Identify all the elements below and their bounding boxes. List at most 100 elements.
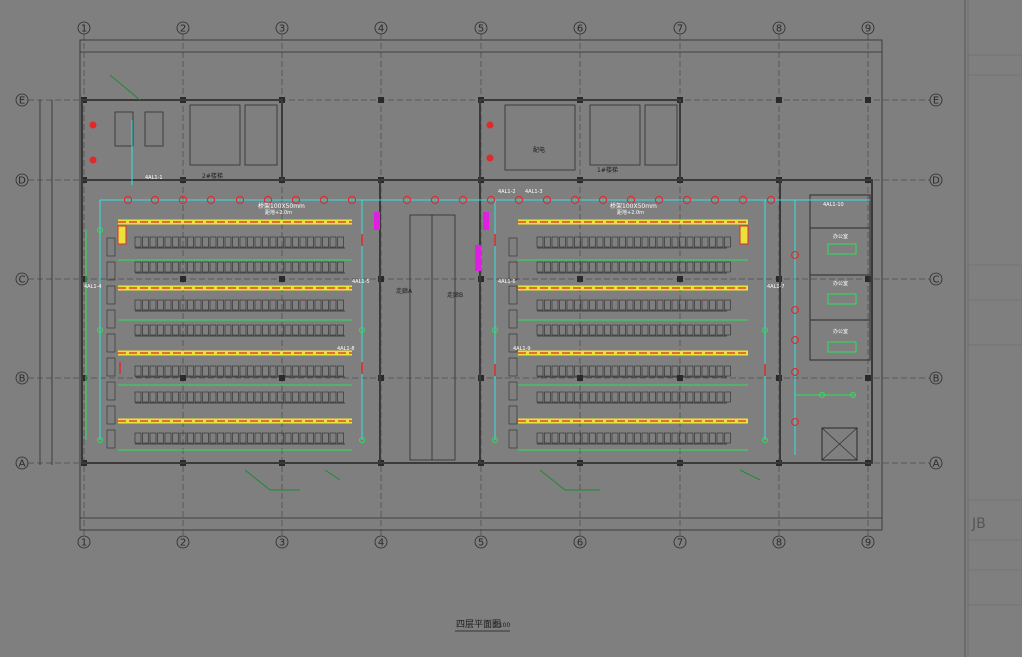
seat [142,299,149,311]
light-fixture-icon [347,195,357,205]
axis-bubble [474,21,488,35]
seat [604,299,611,311]
seat [149,236,157,248]
seat [224,391,232,403]
seat [664,432,671,444]
seat [217,236,224,248]
switch-icon [762,327,768,333]
seat [679,365,686,377]
axis-label: 3 [279,24,285,35]
seat [716,261,724,273]
switch-icon [97,437,103,443]
seat [254,261,262,273]
seat [566,432,574,444]
seat [671,324,679,336]
seat [634,365,641,377]
seat [581,236,589,248]
seat [544,432,551,444]
seat [292,365,299,377]
seat [337,236,344,248]
switch-icon [359,327,365,333]
seat [142,261,149,273]
seat [596,299,604,311]
light-fixture-icon [791,418,799,426]
panel-label: 4AL1-10 [823,202,844,208]
side-desk [106,405,116,425]
fire-alarm-icon [486,154,494,162]
seat [716,432,724,444]
seat [157,391,164,403]
seat [269,299,277,311]
seat [337,432,344,444]
panel-box [475,245,481,271]
seat [314,365,322,377]
seat [292,299,299,311]
seat [314,236,322,248]
side-desk [508,285,518,305]
stair-label: 2#楼梯 [202,172,223,180]
seat [619,432,626,444]
structural-column [677,276,683,282]
distribution-panels [117,212,858,461]
seat [574,365,581,377]
seat [329,391,337,403]
seat [247,236,254,248]
seat [596,324,604,336]
seat [589,324,596,336]
seat [611,261,619,273]
seat [209,324,217,336]
seat [239,261,247,273]
seat [664,236,671,248]
seat [559,324,566,336]
axis-label: D [18,176,26,187]
seat [262,299,269,311]
seat [157,365,164,377]
seat [566,365,574,377]
seat [641,432,649,444]
seat [656,391,664,403]
light-fixture-icon [123,195,133,205]
dimension-frame [39,39,883,531]
axis-bubble [573,535,587,549]
seat [149,365,157,377]
light-fixture-icon [150,195,160,205]
drawing-title-block: 四层平面图 1:100 [455,619,510,632]
seat [292,261,299,273]
seat [694,365,701,377]
seat [694,299,701,311]
seat [626,261,634,273]
seat [149,324,157,336]
panel-box [117,225,127,245]
axis-label: E [933,96,939,107]
axis-label: A [933,459,940,470]
company-logo: JB [971,516,986,532]
light-fixture-icon [570,195,580,205]
seat [202,365,209,377]
side-desk [508,429,518,449]
axis-label: B [19,374,26,385]
room-label: 办公室 [833,328,848,335]
seat [322,261,329,273]
seat [634,299,641,311]
seat [656,299,664,311]
light-fixture-icon [626,195,636,205]
structural-column [378,97,384,103]
tray-label: 桥架100X50mm [610,202,657,210]
axis-label: C [933,275,940,286]
side-desk [508,357,518,377]
seat [269,432,277,444]
seat [142,324,149,336]
seat [292,324,299,336]
seat [247,299,254,311]
seat [262,261,269,273]
side-desk [106,309,116,329]
seat [619,261,626,273]
room-label: 办公室 [833,280,848,287]
seat [187,324,194,336]
axis-label: 1 [81,24,87,35]
seat [269,324,277,336]
seat [551,236,559,248]
axis-bubble [176,535,190,549]
seat [679,261,686,273]
seat [277,261,284,273]
